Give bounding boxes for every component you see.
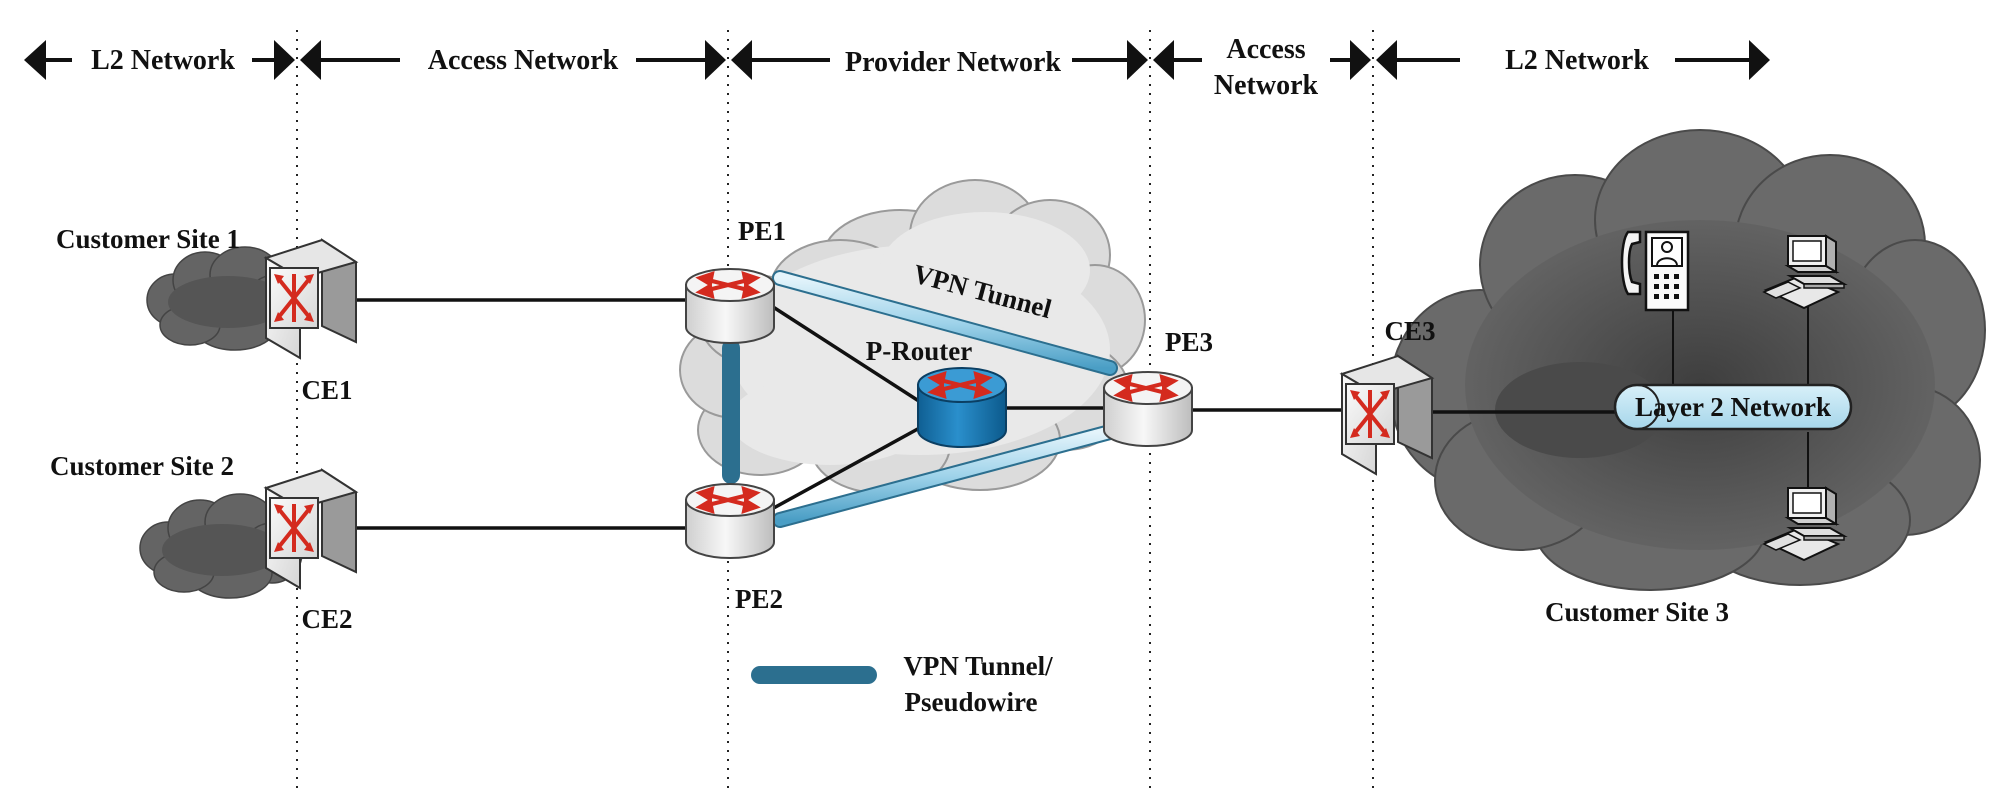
workstation-bottom-icon[interactable] [1762,486,1848,562]
header-arrows [24,40,1770,80]
switch-arrows-icon [276,274,312,322]
header-provider-network: Provider Network [845,47,1061,78]
header-access-network-right-line1: Access [1226,34,1305,65]
legend-label-line1: VPN Tunnel/ [903,651,1053,681]
switch-arrows-icon [1352,390,1388,438]
layer2-network-label: Layer 2 Network [1635,392,1831,422]
switch-arrows-icon [276,504,312,552]
link-pe1-prouter [769,303,926,407]
customer-site3-label: Customer Site 3 [1545,597,1729,627]
pe1-label: PE1 [738,216,786,246]
header-access-network-right-line2: Network [1214,70,1319,101]
customer-site1-label: Customer Site 1 [56,224,240,254]
router-arrows-icon [927,371,993,399]
legend: VPN Tunnel/ Pseudowire [751,651,1053,717]
pe2-label: PE2 [735,584,783,614]
ce3-label: CE3 [1384,316,1435,346]
workstation-top-icon[interactable] [1762,234,1848,310]
ce1-label: CE1 [301,375,352,405]
ce2-label: CE2 [301,604,352,634]
ce1-switch[interactable] [263,238,359,360]
router-arrows-icon [695,486,761,514]
header-access-network-left: Access Network [428,45,619,76]
ce3-switch[interactable] [1339,354,1435,476]
legend-label-line2: Pseudowire [905,687,1038,717]
links [352,298,1628,530]
arrowhead-left [24,40,46,80]
header-l2-network-right: L2 Network [1505,45,1649,76]
vpn-tunnels [722,270,1118,528]
pe2-router[interactable] [685,483,775,559]
header-l2-network-left: L2 Network [91,45,235,76]
pe3-label: PE3 [1165,327,1213,357]
arrowhead-right [274,40,295,80]
pe1-router[interactable] [685,268,775,344]
link-pe2-prouter [769,423,926,512]
customer-site2-label: Customer Site 2 [50,451,234,481]
router-arrows-icon [1113,374,1179,402]
p-router[interactable] [917,367,1007,448]
ce2-switch[interactable] [263,468,359,590]
pe3-router[interactable] [1103,371,1193,447]
router-arrows-icon [695,271,761,299]
p-router-label: P-Router [866,336,972,366]
ip-phone-icon[interactable] [1620,230,1690,312]
layer2-network-bus[interactable]: Layer 2 Network [1613,383,1853,431]
